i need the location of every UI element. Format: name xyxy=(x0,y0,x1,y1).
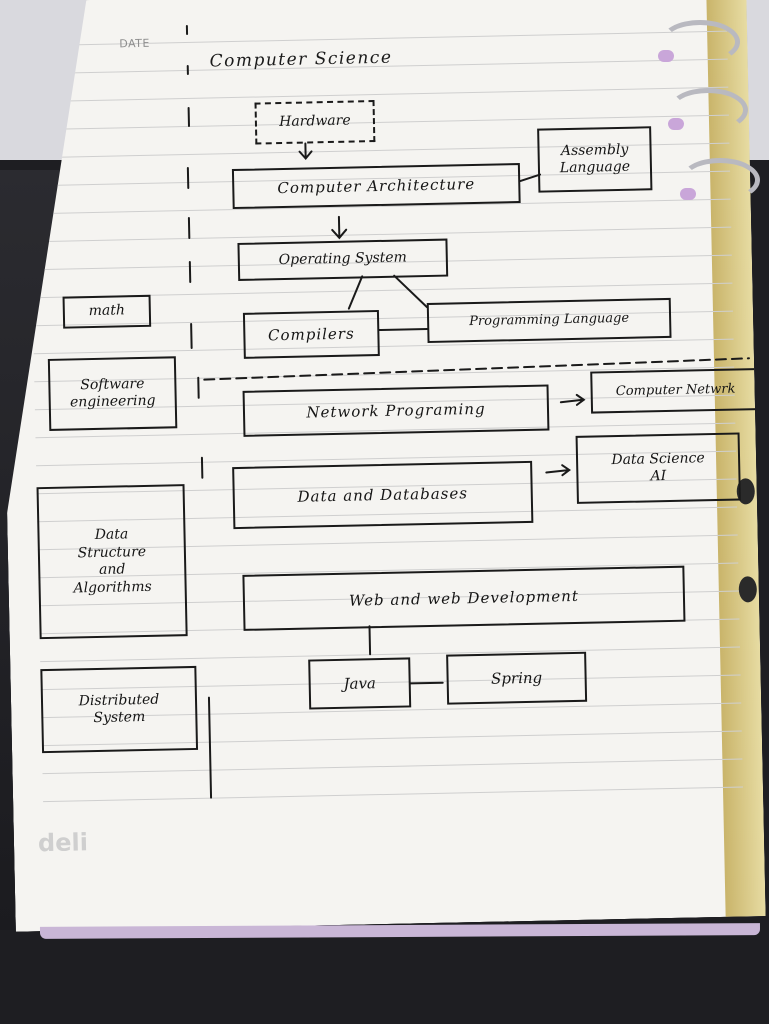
node-computer-network: Computer Netwrk xyxy=(590,368,761,414)
link-os-programming xyxy=(394,275,427,308)
page-edge xyxy=(39,923,761,939)
link-architecture-assembly xyxy=(520,175,540,181)
node-java: Java xyxy=(308,657,411,709)
brand-logo: deli xyxy=(37,828,89,858)
notebook-page: DATE Computer Science xyxy=(0,0,766,932)
node-assembly-language: Assembly Language xyxy=(537,126,652,192)
binder-ring-end xyxy=(668,118,684,130)
arrow-hardware-to-architecture xyxy=(299,143,311,158)
arrow-databases-to-data-science xyxy=(546,465,569,475)
binder-ring-end xyxy=(658,50,674,62)
node-data-science-ai: Data Science AI xyxy=(576,432,741,503)
node-operating-system: Operating System xyxy=(237,239,448,281)
arrow-network-to-computer-network xyxy=(561,395,584,405)
link-os-compilers xyxy=(348,276,363,308)
diagram-connectors xyxy=(0,0,766,932)
binder-ring xyxy=(660,20,740,64)
node-compilers: Compilers xyxy=(243,310,380,359)
margin-ticks xyxy=(185,26,211,798)
link-java-spring xyxy=(411,683,443,684)
arrow-architecture-to-os xyxy=(332,217,346,238)
link-compilers-programming xyxy=(379,329,427,330)
node-math: math xyxy=(63,295,152,329)
link-web-java xyxy=(370,626,371,654)
node-data-and-databases: Data and Databases xyxy=(232,461,533,529)
section-separator xyxy=(204,358,749,379)
node-data-structure-algorithms: Data Structure and Algorithms xyxy=(37,484,188,639)
binder-ring xyxy=(668,88,748,132)
node-web-development: Web and web Development xyxy=(242,566,685,631)
node-distributed-system: Distributed System xyxy=(40,666,198,753)
node-software-engineering: Software engineering xyxy=(48,356,177,431)
node-spring: Spring xyxy=(446,652,587,705)
binder-ring-end xyxy=(680,188,696,200)
binder-ring xyxy=(680,158,760,202)
node-programming-language: Programming Language xyxy=(427,298,672,343)
node-network-programming: Network Programing xyxy=(243,384,550,436)
node-hardware: Hardware xyxy=(255,100,376,145)
node-computer-architecture: Computer Architecture xyxy=(232,163,521,209)
